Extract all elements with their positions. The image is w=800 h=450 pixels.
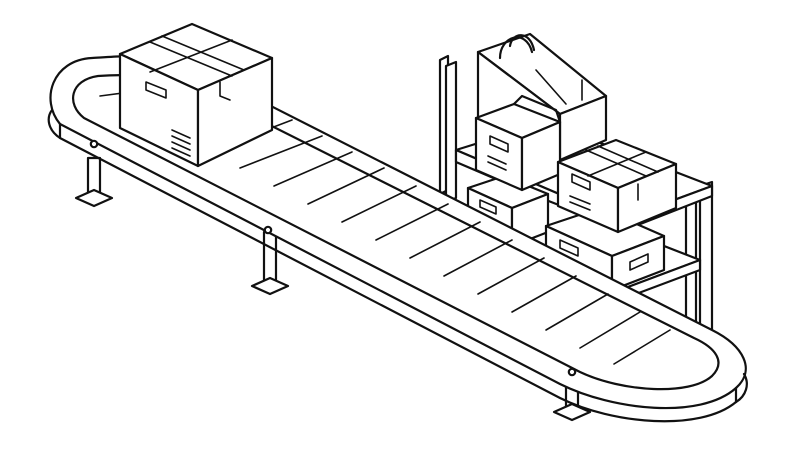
rivet xyxy=(89,139,99,149)
conveyor-box xyxy=(118,22,274,168)
shelf-box-top-right xyxy=(556,138,678,234)
rivet xyxy=(263,225,273,235)
rivet xyxy=(567,367,577,377)
shelf-box-top-left xyxy=(474,94,562,192)
conveyor-leg-left xyxy=(74,156,114,208)
